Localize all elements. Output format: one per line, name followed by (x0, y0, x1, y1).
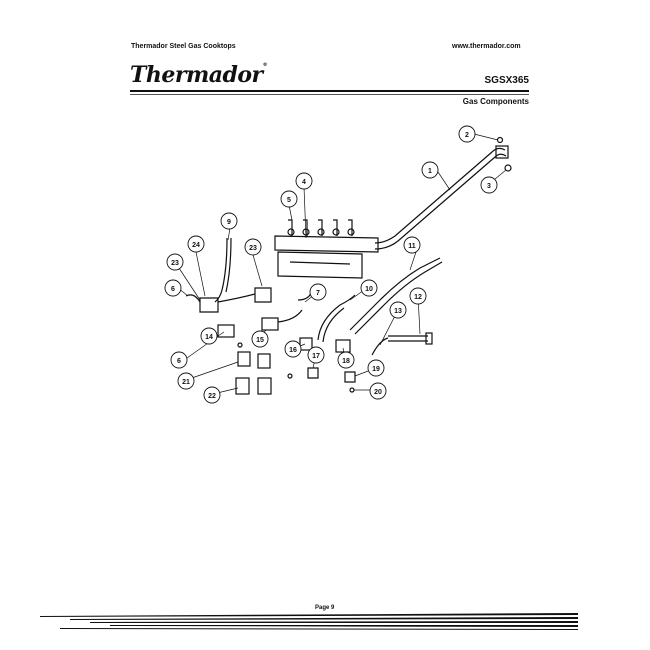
small-screw-a (237, 342, 243, 348)
part-23-valve-body (254, 287, 272, 303)
callout-label-9: 9 (227, 219, 231, 226)
callout-label-21: 21 (182, 379, 190, 386)
callout-circle-2 (458, 125, 476, 143)
callout-label-3: 3 (487, 183, 491, 190)
callout-label-15: 15 (256, 337, 264, 344)
model-number: SGSX365 (484, 75, 529, 86)
callout-label-6a: 6 (171, 286, 175, 293)
part-18-valve (335, 339, 351, 353)
callout-circle-20 (369, 382, 387, 400)
callout-circle-9 (220, 212, 238, 230)
small-screw-b (287, 373, 293, 379)
part-21-module-b (257, 353, 271, 369)
footer-decorative-bars (40, 613, 578, 630)
callout-circle-7 (309, 283, 327, 301)
part-11-pipe-inner (354, 261, 443, 335)
part-4-bracket (277, 251, 363, 279)
part-10-tube (317, 294, 356, 341)
callout-circle-18 (337, 351, 355, 369)
part-13-tube (371, 337, 389, 356)
callout-label-23b: 23 (171, 260, 179, 267)
callout-label-22: 22 (208, 393, 216, 400)
part-21-module-a (237, 351, 251, 367)
callout-circle-24 (187, 235, 205, 253)
part-9-tube (214, 237, 228, 303)
part-9-tube-inner (225, 237, 232, 293)
part-5-valve-row (287, 219, 355, 236)
part-4-valve-rail (274, 235, 379, 253)
callout-label-20: 20 (374, 389, 382, 396)
tube-15 (277, 309, 303, 323)
callout-label-6b: 6 (177, 358, 181, 365)
callout-label-10: 10 (365, 286, 373, 293)
part-19-bracket (344, 371, 356, 383)
brand-logo-text: Thermador (130, 62, 263, 88)
part-1-manifold-pipe (374, 147, 506, 244)
callout-label-23a: 23 (249, 245, 257, 252)
part-22-module-b (257, 377, 272, 395)
callout-circle-21 (177, 372, 195, 390)
page-number: Page 9 (315, 605, 335, 611)
callout-label-18: 18 (342, 358, 350, 365)
part-1-manifold-pipe-inner (374, 153, 507, 250)
callout-label-11: 11 (408, 243, 416, 250)
callout-label-24: 24 (192, 242, 200, 249)
callout-circle-1 (421, 161, 439, 179)
callout-circle-3 (480, 176, 498, 194)
callout-label-17: 17 (312, 353, 320, 360)
callout-circle-13 (389, 301, 407, 319)
callout-label-2: 2 (465, 132, 469, 139)
callout-circle-22 (203, 386, 221, 404)
part-20-screw (349, 387, 355, 393)
callout-circle-16 (284, 340, 302, 358)
callout-circle-5 (280, 190, 298, 208)
part-17-bracket (307, 367, 319, 379)
hose-left (217, 293, 256, 303)
callout-circle-15 (251, 330, 269, 348)
callout-label-4: 4 (302, 179, 306, 186)
callout-label-7: 7 (316, 290, 320, 297)
callout-circle-11 (403, 236, 421, 254)
part-12-end (425, 332, 433, 345)
callout-circle-14 (200, 327, 218, 345)
callout-circle-23b (166, 253, 184, 271)
part-1-end-fitting (495, 145, 509, 159)
part-11-pipe (349, 257, 441, 331)
callout-label-12: 12 (414, 294, 422, 301)
header-product-line: Thermador Steel Gas Cooktops (131, 43, 236, 50)
brand-logo: Thermador® (130, 62, 268, 88)
callout-label-13: 13 (394, 308, 402, 315)
registered-mark: ® (262, 62, 268, 68)
header-rule-thin (130, 94, 529, 95)
callout-circle-19 (367, 359, 385, 377)
part-24-valve-body (199, 297, 219, 313)
callout-circle-6b (170, 351, 188, 369)
header-rule-thick (130, 90, 529, 92)
callout-circle-4 (295, 172, 313, 190)
callout-circle-6a (164, 279, 182, 297)
callout-label-19: 19 (372, 366, 380, 373)
callout-label-5: 5 (287, 197, 291, 204)
callout-label-16: 16 (289, 347, 297, 354)
callout-circle-10 (360, 279, 378, 297)
callout-label-1: 1 (428, 168, 432, 175)
callout-circle-17 (307, 346, 325, 364)
callout-circle-23a (244, 238, 262, 256)
header-website: www.thermador.com (452, 43, 521, 50)
part-14-valve (217, 324, 235, 338)
part-2-screw (496, 136, 504, 144)
callout-label-14: 14 (205, 334, 213, 341)
callout-circle-12 (409, 287, 427, 305)
part-22-module-a (235, 377, 250, 395)
part-6-fitting (185, 294, 201, 303)
part-15-valve (261, 317, 279, 331)
part-3-nut (504, 164, 512, 172)
part-4-bracket-line (289, 261, 351, 265)
part-16-valve (299, 337, 313, 351)
part-10-tube-inner (322, 307, 345, 343)
section-title: Gas Components (462, 97, 529, 106)
